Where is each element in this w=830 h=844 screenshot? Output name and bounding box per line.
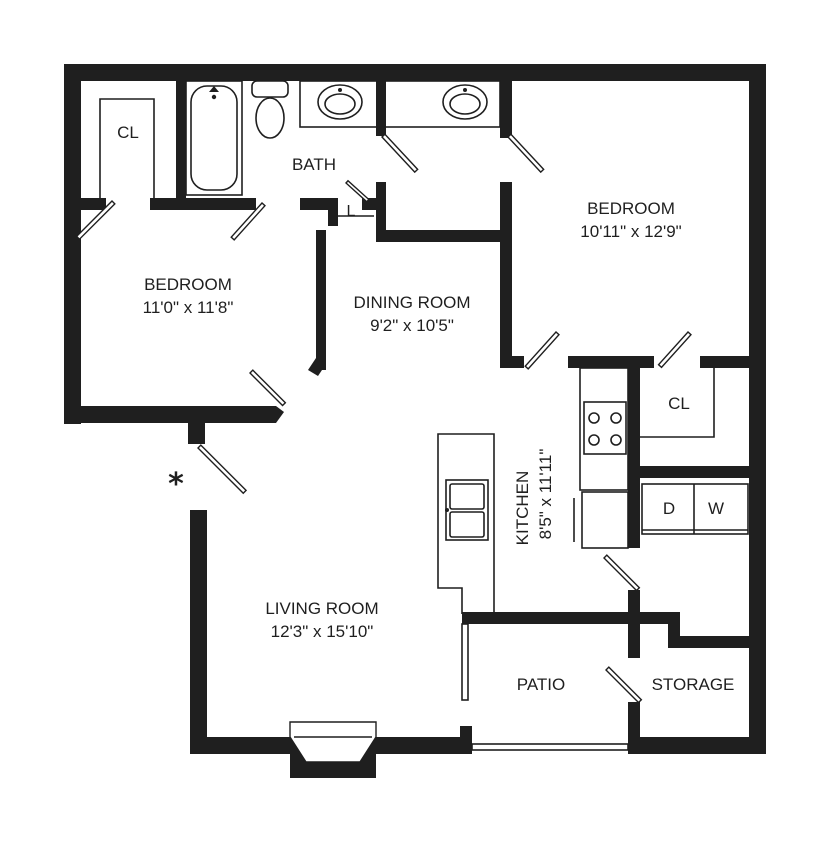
interior-walls <box>80 80 750 754</box>
dining-room-dims: 9'2" x 10'5" <box>370 316 454 335</box>
kitchen-island <box>437 433 495 614</box>
refrigerator <box>573 491 629 549</box>
closet-right-outline <box>640 368 715 438</box>
closet-right-label: CL <box>668 394 690 413</box>
fireplace <box>289 721 377 778</box>
doors <box>75 133 692 704</box>
patio-label: PATIO <box>517 675 566 694</box>
dryer-label: D <box>663 499 675 518</box>
kitchen-dims: 8'5" x 11'11" <box>536 449 555 540</box>
closet-left-outline <box>99 98 155 198</box>
laundry-label: L <box>347 203 356 220</box>
labels: CL BATH L BEDROOM 10'11" x 12'9" BEDROOM… <box>117 123 734 694</box>
bedroom-left-label: BEDROOM <box>144 275 232 294</box>
entry-marker: * <box>168 467 184 502</box>
dining-room-label: DINING ROOM <box>353 293 470 312</box>
living-room-dims: 12'3" x 15'10" <box>271 622 374 641</box>
washer-dryer <box>641 483 749 535</box>
bathtub <box>185 80 243 196</box>
toilet <box>251 80 289 139</box>
living-room-label: LIVING ROOM <box>265 599 378 618</box>
storage-label: STORAGE <box>652 675 735 694</box>
kitchen-label: KITCHEN <box>513 471 532 546</box>
patio-slider <box>461 623 629 751</box>
bath-label: BATH <box>292 155 336 174</box>
bedroom-left-dims: 11'0" x 11'8" <box>143 298 234 317</box>
vanity <box>299 80 501 128</box>
range <box>579 367 629 491</box>
closet-left-label: CL <box>117 123 139 142</box>
bedroom-right-dims: 10'11" x 12'9" <box>580 222 681 241</box>
bedroom-right-label: BEDROOM <box>587 199 675 218</box>
washer-label: W <box>708 499 724 518</box>
